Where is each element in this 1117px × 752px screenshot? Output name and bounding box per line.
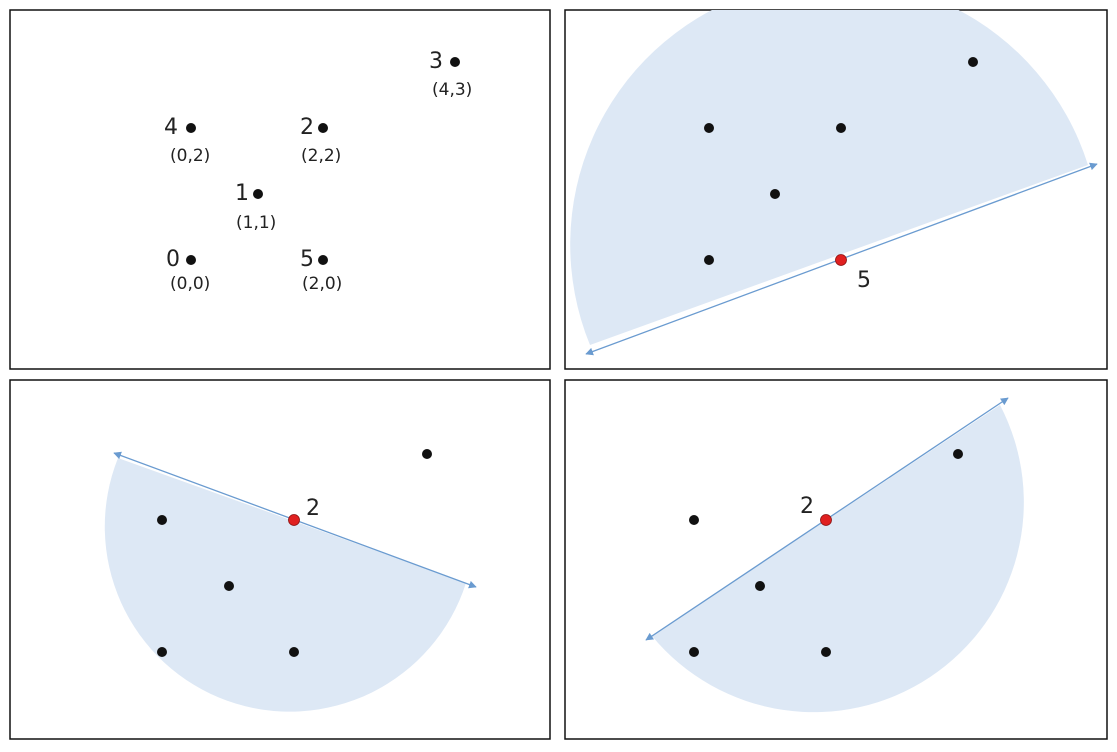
point-2 bbox=[836, 123, 846, 133]
point-0 bbox=[157, 647, 167, 657]
point-4-label: 4 bbox=[164, 115, 178, 140]
point-0-label: 0 bbox=[166, 247, 180, 272]
point-5-coord: (2,0) bbox=[302, 274, 342, 294]
point-4 bbox=[689, 515, 699, 525]
panel-4: 2 bbox=[564, 379, 1108, 740]
panel-3: 2 bbox=[9, 379, 551, 740]
highlight-label: 2 bbox=[800, 494, 814, 519]
highlight-point bbox=[820, 514, 832, 526]
point-2-label: 2 bbox=[300, 115, 314, 140]
panel-2: 5 bbox=[564, 9, 1108, 370]
point-5 bbox=[289, 647, 299, 657]
point-3 bbox=[953, 449, 963, 459]
point-0 bbox=[186, 255, 196, 265]
point-1-label: 1 bbox=[235, 181, 249, 206]
point-2-coord: (2,2) bbox=[301, 146, 341, 166]
point-1 bbox=[224, 581, 234, 591]
highlight-label: 5 bbox=[857, 268, 871, 293]
point-4 bbox=[704, 123, 714, 133]
panel-1-frame bbox=[9, 9, 551, 370]
point-3-coord: (4,3) bbox=[432, 80, 472, 100]
point-5 bbox=[821, 647, 831, 657]
highlight-label: 2 bbox=[306, 496, 320, 521]
point-0 bbox=[704, 255, 714, 265]
point-1 bbox=[770, 189, 780, 199]
point-0-coord: (0,0) bbox=[170, 274, 210, 294]
panel-1: 0 (0,0) 1 (1,1) 2 (2,2) 3 (4,3) 4 (0,2) … bbox=[9, 9, 551, 370]
point-5 bbox=[318, 255, 328, 265]
point-5-label: 5 bbox=[300, 247, 314, 272]
highlight-point bbox=[835, 254, 847, 266]
point-4-coord: (0,2) bbox=[170, 146, 210, 166]
point-3 bbox=[450, 57, 460, 67]
point-1-coord: (1,1) bbox=[236, 213, 276, 233]
point-4 bbox=[186, 123, 196, 133]
point-3-label: 3 bbox=[429, 49, 443, 74]
point-3 bbox=[968, 57, 978, 67]
point-1 bbox=[755, 581, 765, 591]
point-0 bbox=[689, 647, 699, 657]
point-3 bbox=[422, 449, 432, 459]
point-4 bbox=[157, 515, 167, 525]
point-1 bbox=[253, 189, 263, 199]
highlight-point bbox=[288, 514, 300, 526]
point-2 bbox=[318, 123, 328, 133]
